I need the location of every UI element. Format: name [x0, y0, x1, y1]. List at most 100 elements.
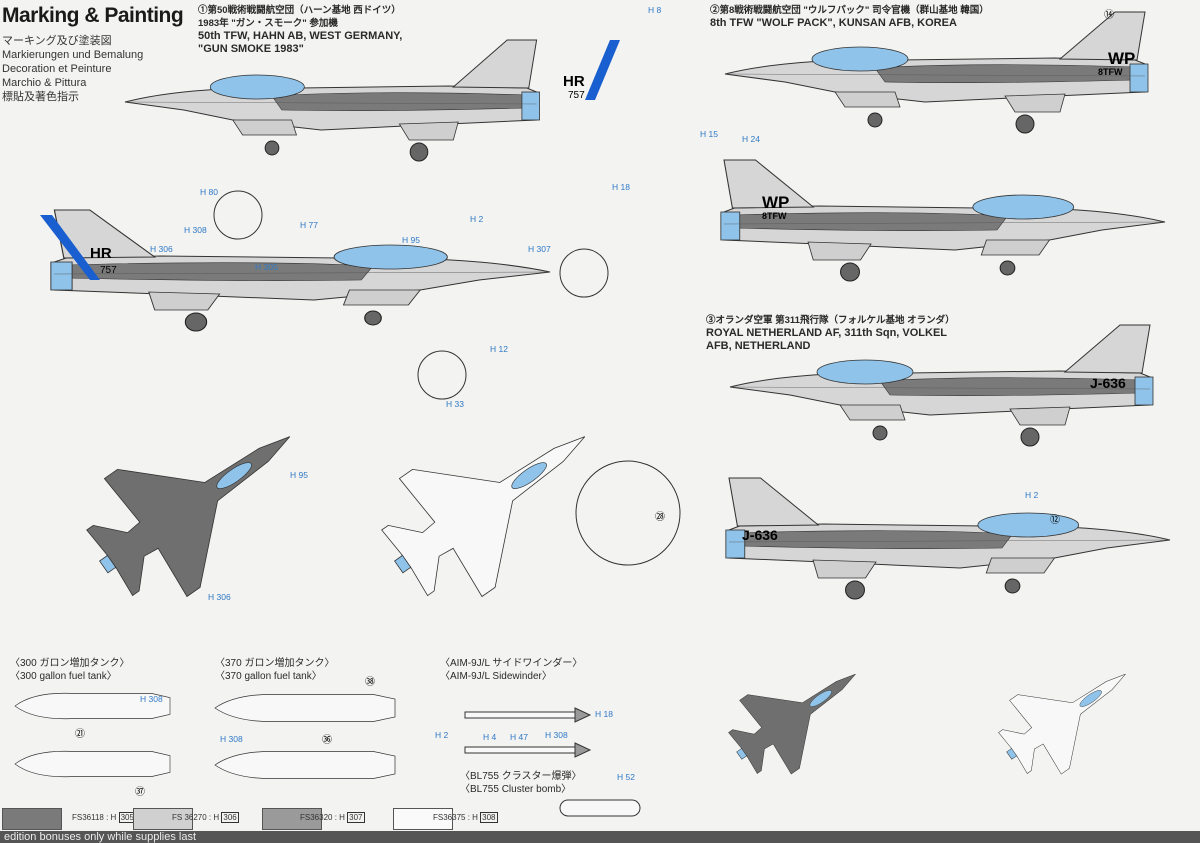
- tail-code-j636: J-636: [1090, 375, 1126, 391]
- title-translations: マーキング及び塗装図 Markierungen und Bemalung Dec…: [2, 34, 143, 104]
- scheme-1-side-view-left: [124, 39, 541, 162]
- callout-h306-top: H 306: [208, 592, 231, 602]
- tail-sub-8tfw-2: 8TFW: [762, 211, 787, 221]
- footer-text: edition bonuses only while supplies last: [4, 831, 197, 843]
- caption-line: 1983年 "ガン・スモーク" 参加機: [198, 18, 338, 29]
- caption-line: 〈AIM-9J/L Sidewinder〉: [440, 671, 552, 682]
- title-fr: Decoration et Peinture: [2, 63, 112, 75]
- fuel-tank-370-side: [214, 693, 396, 723]
- fuel-tank-300-bottom: [14, 750, 171, 778]
- caption-line: 〈300 gallon fuel tank〉: [10, 671, 117, 682]
- callout-h18: H 18: [612, 182, 630, 192]
- bl755-cluster-bomb: [559, 799, 641, 817]
- page-title: Marking & Painting: [2, 4, 184, 27]
- top-view-small-lower: [983, 637, 1152, 793]
- title-zh: 標貼及著色指示: [2, 91, 79, 103]
- legend-fs: FS36320 : H: [300, 813, 345, 822]
- detail-circle-missile: [417, 350, 467, 400]
- caption-line: ROYAL NETHERLAND AF, 311th Sqn, VOLKEL: [706, 327, 948, 339]
- title-de: Markierungen und Bemalung: [2, 49, 144, 61]
- callout-h2: H 2: [470, 214, 484, 224]
- detail-circle-canopy: [213, 190, 263, 240]
- legend-fs: FS 36270 : H: [172, 813, 220, 822]
- callout-38: ㊳: [365, 676, 375, 688]
- callout-h2-aim9: H 2: [435, 730, 449, 740]
- callout-h52: H 52: [617, 772, 635, 782]
- legend-label-307: FS36320 : H 307: [300, 812, 365, 823]
- callout-12: ⑫: [1050, 514, 1060, 526]
- tail-code-wp-2: WP: [762, 193, 789, 212]
- detail-circle-pylon: [559, 248, 609, 298]
- legend-code: 305: [118, 812, 136, 823]
- callout-h2-nl: H 2: [1025, 490, 1039, 500]
- callout-h77: H 77: [300, 220, 318, 230]
- callout-h308: H 308: [184, 225, 207, 235]
- title-it: Marchio & Pittura: [2, 77, 87, 89]
- callout-h47: H 47: [510, 732, 528, 742]
- legend-label-308: FS36375 : H 308: [433, 812, 498, 823]
- legend-label-305: FS36118 : H 305: [72, 812, 136, 823]
- callout-h306: H 306: [150, 244, 173, 254]
- detail-circle-gear-bay: [575, 460, 681, 566]
- scheme-2-caption: ②第8戦術戦闘航空団 "ウルフパック" 司令官機（群山基地 韓国） 8th TF…: [710, 4, 989, 30]
- legend-code: 307: [347, 812, 365, 823]
- tail-stripe-blue-2: [40, 215, 100, 280]
- store-bl755-caption: 〈BL755 クラスター爆弾〉 〈BL755 Cluster bomb〉: [460, 770, 582, 796]
- tail-code-hr-2: HR: [90, 245, 112, 262]
- legend-fs: FS36118 : H: [72, 813, 117, 822]
- caption-line: 〈370 ガロン増加タンク〉: [215, 658, 335, 669]
- top-view-small-upper: [713, 637, 882, 793]
- legend-fs: FS36375 : H: [433, 813, 478, 822]
- callout-h33: H 33: [446, 399, 464, 409]
- legend-swatch-308: [393, 808, 453, 830]
- sidewinder-upper: [464, 707, 592, 723]
- legend-label-306: FS 36270 : H 306: [172, 812, 239, 823]
- store-aim9-caption: 〈AIM-9J/L サイドワインダー〉 〈AIM-9J/L Sidewinder…: [440, 657, 582, 683]
- callout-h307: H 307: [528, 244, 551, 254]
- tail-sub-8tfw: 8TFW: [1098, 67, 1123, 77]
- legend-code: 306: [221, 812, 239, 823]
- callout-14: ⑭: [1104, 9, 1114, 21]
- callout-h18-aim9: H 18: [595, 709, 613, 719]
- legend-code: 308: [480, 812, 498, 823]
- legend-swatch-307: [262, 808, 322, 830]
- callout-h24: H 24: [742, 134, 760, 144]
- caption-line: 50th TFW, HAHN AB, WEST GERMANY,: [198, 30, 403, 42]
- caption-line: 〈BL755 Cluster bomb〉: [460, 784, 572, 795]
- tail-code-hr: HR: [563, 73, 585, 90]
- caption-line: AFB, NETHERLAND: [706, 340, 811, 352]
- callout-h80: H 80: [200, 187, 218, 197]
- callout-h12: H 12: [490, 344, 508, 354]
- tail-stripe-blue: [585, 40, 620, 100]
- scheme-1-caption: ①第50戦術戦闘航空団（ハーン基地 西ドイツ） 1983年 "ガン・スモーク" …: [198, 4, 402, 56]
- callout-37: ㊲: [135, 786, 145, 798]
- sidewinder-lower: [464, 742, 592, 758]
- callout-h308-tank370: H 308: [220, 734, 243, 744]
- top-view-lower: [357, 377, 627, 627]
- caption-line: ②第8戦術戦闘航空団 "ウルフパック" 司令官機（群山基地 韓国）: [710, 5, 989, 16]
- callout-h15: H 15: [700, 129, 718, 139]
- callout-28: ㉘: [655, 511, 665, 523]
- legend-swatch-306: [133, 808, 193, 830]
- caption-line: 8th TFW "WOLF PACK", KUNSAN AFB, KOREA: [710, 17, 957, 29]
- title-jp: マーキング及び塗装図: [2, 35, 112, 47]
- caption-line: ③オランダ空軍 第311飛行隊（フォルケル基地 オランダ）: [706, 315, 955, 326]
- tail-serial: 757: [568, 90, 585, 101]
- tail-serial-2: 757: [100, 265, 117, 276]
- fuel-tank-370-bottom: [214, 750, 396, 780]
- caption-line: 〈BL755 クラスター爆弾〉: [460, 771, 582, 782]
- callout-h308-aim9: H 308: [545, 730, 568, 740]
- callout-h8: H 8: [648, 5, 662, 15]
- scheme-3-caption: ③オランダ空軍 第311飛行隊（フォルケル基地 オランダ） ROYAL NETH…: [706, 314, 955, 353]
- top-view-upper: [62, 377, 332, 627]
- footer-strip: edition bonuses only while supplies last: [0, 831, 1200, 843]
- scheme-3-side-view-right: [725, 477, 1171, 600]
- legend-swatch-305: [2, 808, 62, 830]
- caption-line: "GUN SMOKE 1983": [198, 43, 304, 55]
- callout-h308-tank300: H 308: [140, 694, 163, 704]
- store-370-caption: 〈370 ガロン増加タンク〉 〈370 gallon fuel tank〉: [215, 657, 334, 683]
- caption-line: ①第50戦術戦闘航空団（ハーン基地 西ドイツ）: [198, 5, 401, 16]
- caption-line: 〈370 gallon fuel tank〉: [215, 671, 322, 682]
- callout-h305: H 305: [255, 262, 278, 272]
